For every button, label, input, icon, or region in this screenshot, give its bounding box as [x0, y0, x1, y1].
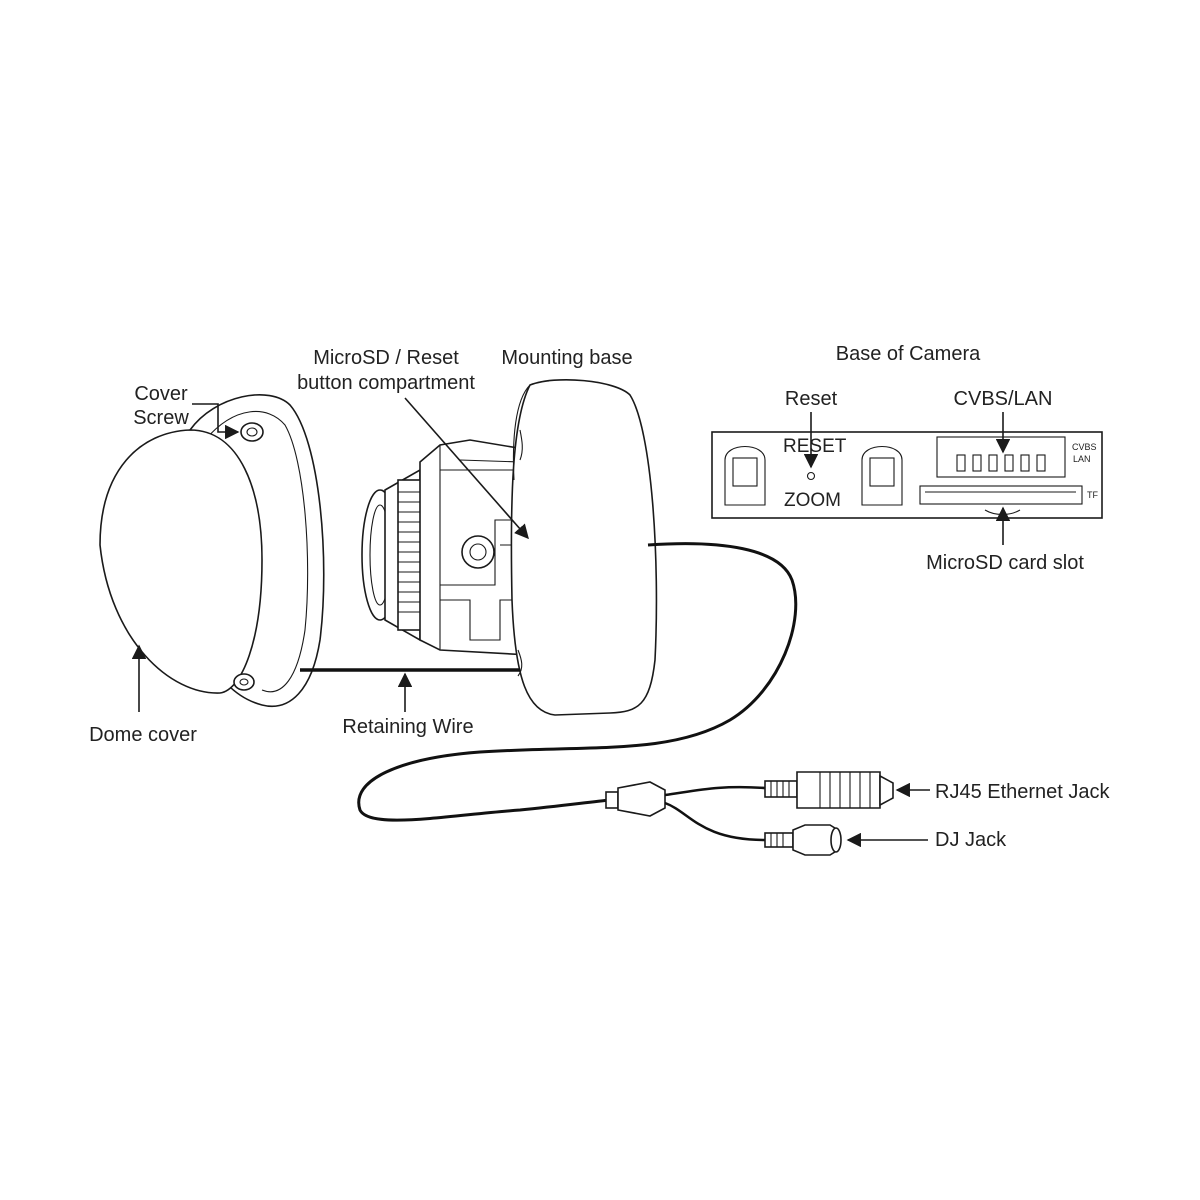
rj45-jack-label: RJ45 Ethernet Jack [935, 781, 1111, 803]
gimbal-pivot-screw [461, 535, 495, 569]
camera-module-drawing [361, 439, 531, 656]
gimbal-bracket-lower [440, 599, 528, 641]
dome-cover-label: Dome cover [89, 724, 197, 746]
rj45-housing [796, 771, 881, 809]
microsd-reset-label-line2: button compartment [297, 372, 475, 394]
cover-screw-hole-top-inner [246, 427, 258, 437]
cvbs-lan-connector [936, 436, 1066, 478]
cover-screw-label-line1: Cover [134, 383, 188, 405]
panel-reset-text: RESET [783, 436, 847, 457]
retaining-wire-label: Retaining Wire [342, 716, 473, 738]
connector-pins [956, 454, 1046, 472]
microsd-reset-label-line1: MicroSD / Reset [313, 347, 459, 369]
rj45-jack-drawing [764, 771, 894, 809]
mounting-base-notch-low [517, 649, 523, 677]
base-panel [711, 431, 1103, 519]
cover-screw-label-line2: Screw [133, 407, 189, 429]
leader-lines [131, 397, 1011, 848]
panel-clip-left-inner [732, 457, 758, 487]
rj45-boot [764, 780, 798, 798]
reset-label: Reset [785, 388, 838, 410]
mounting-base-notch [519, 429, 523, 461]
cover-screw-hole-top [240, 422, 264, 442]
panel-lan-small: LAN [1073, 454, 1091, 464]
base-of-camera-label: Base of Camera [836, 343, 981, 365]
rj45-tip [879, 774, 894, 807]
microsd-card-slot-label: MicroSD card slot [926, 552, 1084, 574]
rj45-grip-lines [819, 772, 871, 808]
cvbs-lan-label: CVBS/LAN [954, 388, 1053, 410]
dj-jack-label: DJ Jack [935, 829, 1007, 851]
panel-clip-right [861, 446, 903, 506]
cover-screw-arrow [192, 403, 240, 440]
panel-clip-left [724, 446, 766, 506]
microsd-slot [919, 485, 1083, 505]
cable-splitter [605, 781, 766, 842]
cover-screw-hole-bottom [233, 673, 255, 691]
cover-screw-hole-bottom-inner [239, 678, 249, 686]
dome-cover-drawing [99, 394, 325, 707]
dc-boot [764, 832, 794, 848]
camera-cable [357, 542, 798, 822]
microsd-compartment-arrow [404, 397, 529, 540]
dome-flange-inner [204, 410, 309, 693]
splitter-collar [605, 791, 619, 809]
splitter-body [617, 781, 666, 817]
panel-zoom-text: ZOOM [784, 490, 841, 511]
gimbal-pivot-screw-inner [469, 543, 487, 561]
base-panel-drawing: RESET ZOOM CVBS LAN TF [711, 431, 1103, 519]
rj45-branch-cable [664, 785, 766, 797]
dc-socket [830, 827, 842, 853]
mounting-base-label: Mounting base [501, 347, 632, 369]
dc-branch-cable [664, 801, 766, 842]
dc-jack-drawing [764, 824, 842, 856]
panel-cvbs-small: CVBS [1072, 442, 1097, 452]
mounting-base-drawing [510, 379, 658, 716]
mounting-base-shell [510, 379, 658, 716]
mounting-base-rim [512, 384, 531, 481]
panel-tf-small: TF [1087, 490, 1098, 500]
reset-pinhole [806, 471, 816, 481]
panel-clip-right-inner [869, 457, 895, 487]
dome-shell [99, 429, 263, 694]
